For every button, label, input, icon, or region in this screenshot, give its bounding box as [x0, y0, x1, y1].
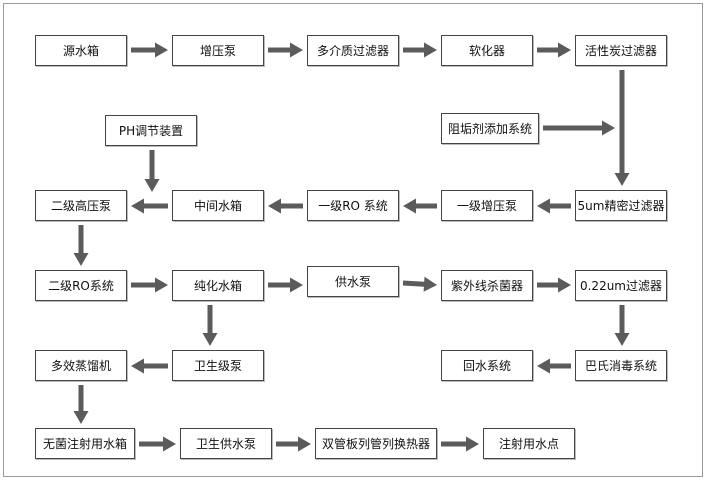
diagram-frame	[3, 3, 703, 477]
arrow-purified-to-supply-pump	[268, 277, 303, 293]
arrow-secondary-ro-to-purified	[131, 277, 168, 293]
arrow-supply-pump-to-exchanger	[276, 436, 311, 452]
arrow-supply-pump-to-uv	[402, 276, 437, 292]
arrow-uv-to-022um	[537, 277, 571, 293]
arrow-multimedia-to-softener	[403, 42, 437, 58]
arrow-booster-to-multimedia	[268, 42, 303, 58]
arrow-pasteur-to-return	[537, 358, 571, 374]
arrow-booster-to-primary-ro	[403, 198, 437, 214]
arrow-022um-to-pasteur	[614, 305, 630, 346]
arrow-sanitary-pump-to-distiller	[131, 358, 168, 374]
node-sanitary-supply-pump: 卫生供水泵	[180, 428, 272, 459]
node-double-tubesheet-heat-exchanger: 双管板列管列换热器	[315, 428, 437, 459]
node-secondary-high-pressure-pump: 二级高压泵	[35, 190, 127, 221]
arrow-distiller-to-wfi-tank	[73, 385, 89, 424]
node-multimedia-filter: 多介质过滤器	[307, 35, 399, 66]
node-return-water-system: 回水系统	[441, 350, 533, 381]
arrow-antiscalant-to-line	[543, 120, 615, 136]
node-water-supply-pump: 供水泵	[307, 266, 399, 297]
node-booster-pump: 增压泵	[172, 35, 264, 66]
node-activated-carbon-filter: 活性炭过滤器	[575, 35, 667, 66]
arrow-hp-pump-to-secondary-ro	[73, 225, 89, 266]
node-secondary-ro-system: 二级RO系统	[35, 270, 127, 301]
arrow-source-to-booster	[131, 42, 168, 58]
node-multi-effect-distiller: 多效蒸馏机	[35, 350, 127, 381]
node-sanitary-pump: 卫生级泵	[172, 350, 264, 381]
node-primary-booster-pump: 一级增压泵	[441, 190, 533, 221]
node-5um-precision-filter: 5um精密过滤器	[575, 190, 667, 221]
arrow-carbon-to-5um	[614, 70, 630, 186]
node-source-water-tank: 源水箱	[35, 35, 127, 66]
node-purified-water-tank: 纯化水箱	[172, 270, 264, 301]
arrow-primary-ro-to-middle-tank	[268, 198, 303, 214]
arrow-softener-to-carbon	[537, 42, 571, 58]
node-softener: 软化器	[441, 35, 533, 66]
node-0-22um-filter: 0.22um过滤器	[575, 270, 667, 301]
node-wfi-point-of-use: 注射用水点	[483, 428, 575, 459]
node-pasteurization-system: 巴氏消毒系统	[575, 350, 667, 381]
arrow-ph-to-hp-line	[144, 150, 160, 192]
node-antiscalant-dosing-system: 阻垢剂添加系统	[441, 113, 539, 144]
node-intermediate-water-tank: 中间水箱	[172, 190, 264, 221]
arrow-exchanger-to-use-point	[441, 436, 479, 452]
arrow-purified-to-sanitary-pump	[202, 305, 218, 346]
node-primary-ro-system: 一级RO 系统	[307, 190, 399, 221]
node-uv-sterilizer: 紫外线杀菌器	[441, 270, 533, 301]
node-sterile-wfi-tank: 无菌注射用水箱	[35, 428, 135, 459]
node-ph-adjust-device: PH调节装置	[105, 115, 197, 146]
arrow-5um-to-primary-booster	[537, 198, 571, 214]
arrow-middle-tank-to-hp-pump	[131, 198, 168, 214]
arrow-wfi-tank-to-supply-pump	[139, 436, 176, 452]
